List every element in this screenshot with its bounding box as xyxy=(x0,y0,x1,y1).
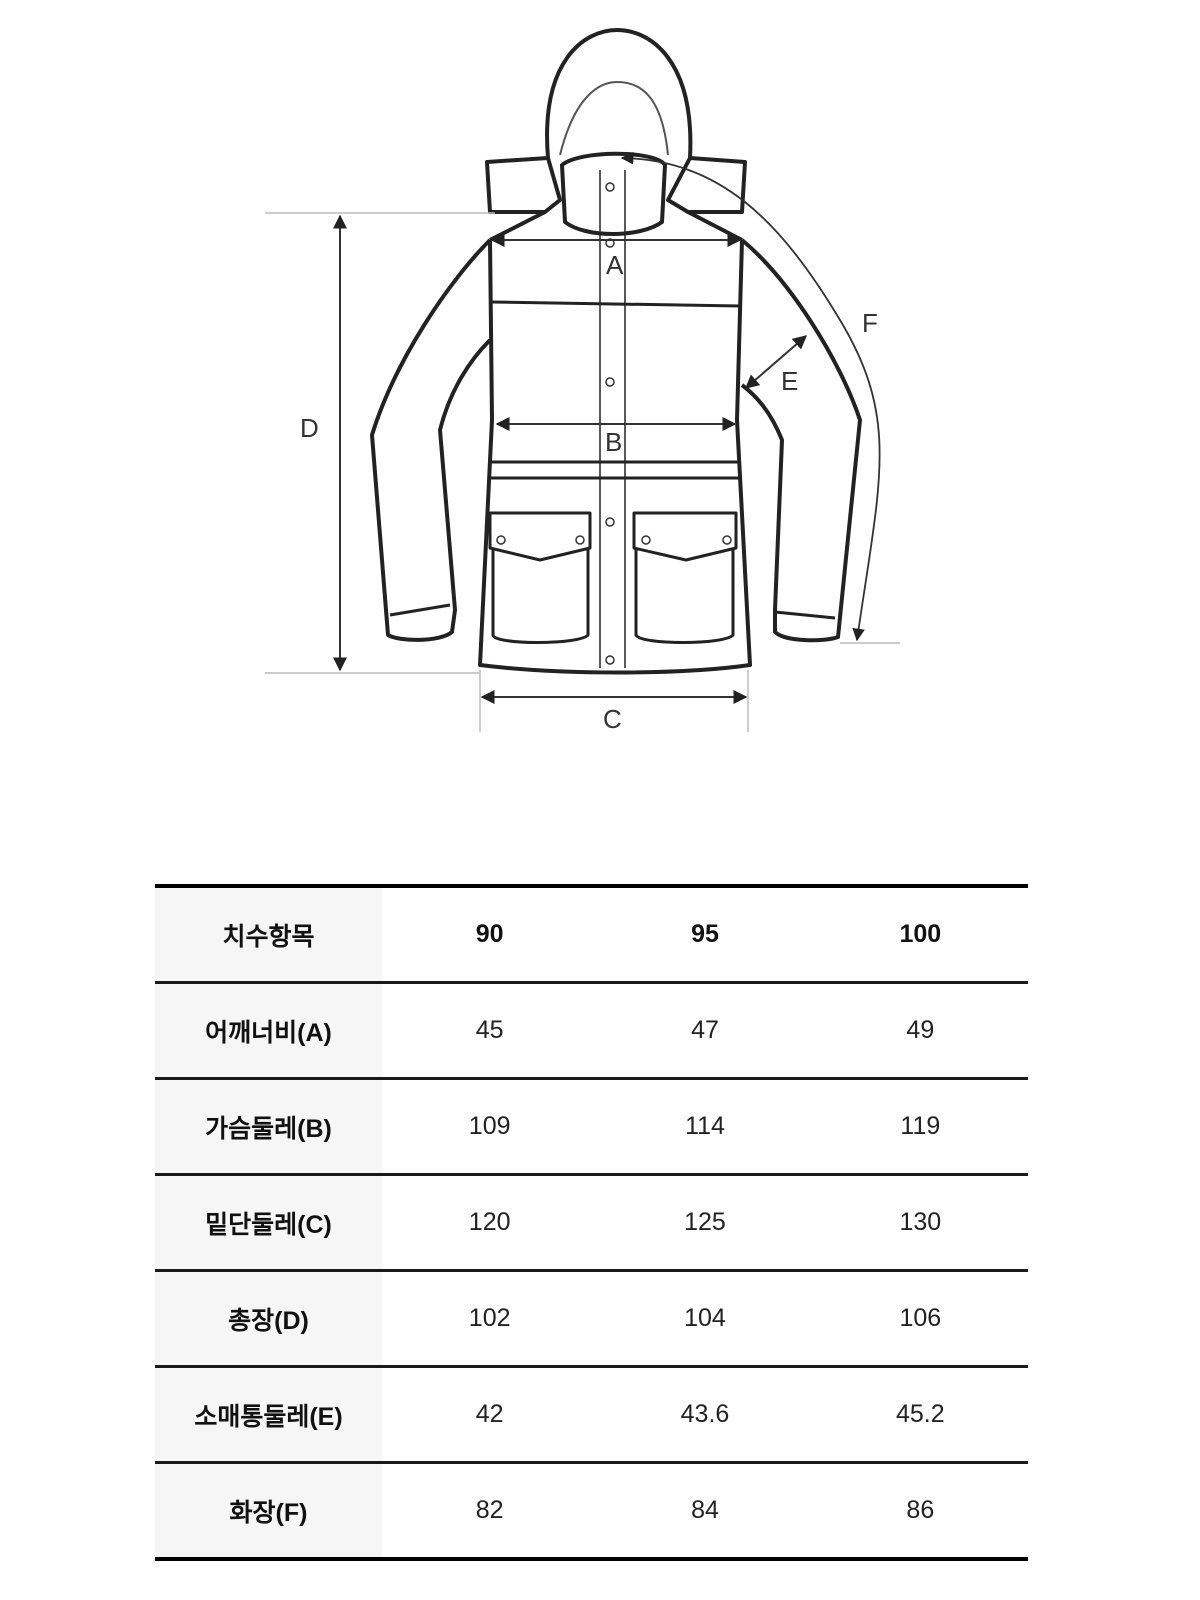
dimension-f xyxy=(620,151,881,642)
table-row: 어깨너비(A) 45 47 49 xyxy=(155,982,1028,1080)
size-table: 치수항목 90 95 100 어깨너비(A) 45 47 49 가슴둘레(B) … xyxy=(155,884,1028,1561)
cell: 104 xyxy=(597,1270,813,1368)
table-row: 총장(D) 102 104 106 xyxy=(155,1270,1028,1368)
cell: 43.6 xyxy=(597,1366,813,1464)
label-d: D xyxy=(300,413,319,443)
row-label: 소매통둘레(E) xyxy=(155,1366,382,1464)
cell: 82 xyxy=(382,1462,598,1561)
header-size: 100 xyxy=(812,884,1028,984)
jacket-measurement-diagram: A B C D E F xyxy=(265,28,900,734)
table-row: 소매통둘레(E) 42 43.6 45.2 xyxy=(155,1366,1028,1464)
label-f: F xyxy=(862,308,878,338)
table-header-row: 치수항목 90 95 100 xyxy=(155,884,1028,984)
cell: 130 xyxy=(812,1174,1028,1272)
cell: 49 xyxy=(812,982,1028,1080)
measurement-lines xyxy=(265,151,900,732)
label-a: A xyxy=(606,250,624,280)
row-label: 화장(F) xyxy=(155,1462,382,1561)
row-label: 밑단둘레(C) xyxy=(155,1174,382,1272)
label-c: C xyxy=(603,704,622,734)
label-e: E xyxy=(781,366,798,396)
cell: 119 xyxy=(812,1078,1028,1176)
cell: 86 xyxy=(812,1462,1028,1561)
table-row: 가슴둘레(B) 109 114 119 xyxy=(155,1078,1028,1176)
cell: 47 xyxy=(597,982,813,1080)
table-row: 화장(F) 82 84 86 xyxy=(155,1462,1028,1561)
header-size: 95 xyxy=(597,884,813,984)
cell: 120 xyxy=(382,1174,598,1272)
header-size: 90 xyxy=(382,884,598,984)
header-label: 치수항목 xyxy=(155,884,382,984)
row-label: 가슴둘레(B) xyxy=(155,1078,382,1176)
cell: 45 xyxy=(382,982,598,1080)
cell: 125 xyxy=(597,1174,813,1272)
label-b: B xyxy=(605,427,622,457)
row-label: 어깨너비(A) xyxy=(155,982,382,1080)
cell: 84 xyxy=(597,1462,813,1561)
cell: 45.2 xyxy=(812,1366,1028,1464)
jacket-outline xyxy=(370,28,862,675)
cell: 114 xyxy=(597,1078,813,1176)
cell: 42 xyxy=(382,1366,598,1464)
cell: 109 xyxy=(382,1078,598,1176)
table-row: 밑단둘레(C) 120 125 130 xyxy=(155,1174,1028,1272)
row-label: 총장(D) xyxy=(155,1270,382,1368)
cell: 102 xyxy=(382,1270,598,1368)
cell: 106 xyxy=(812,1270,1028,1368)
